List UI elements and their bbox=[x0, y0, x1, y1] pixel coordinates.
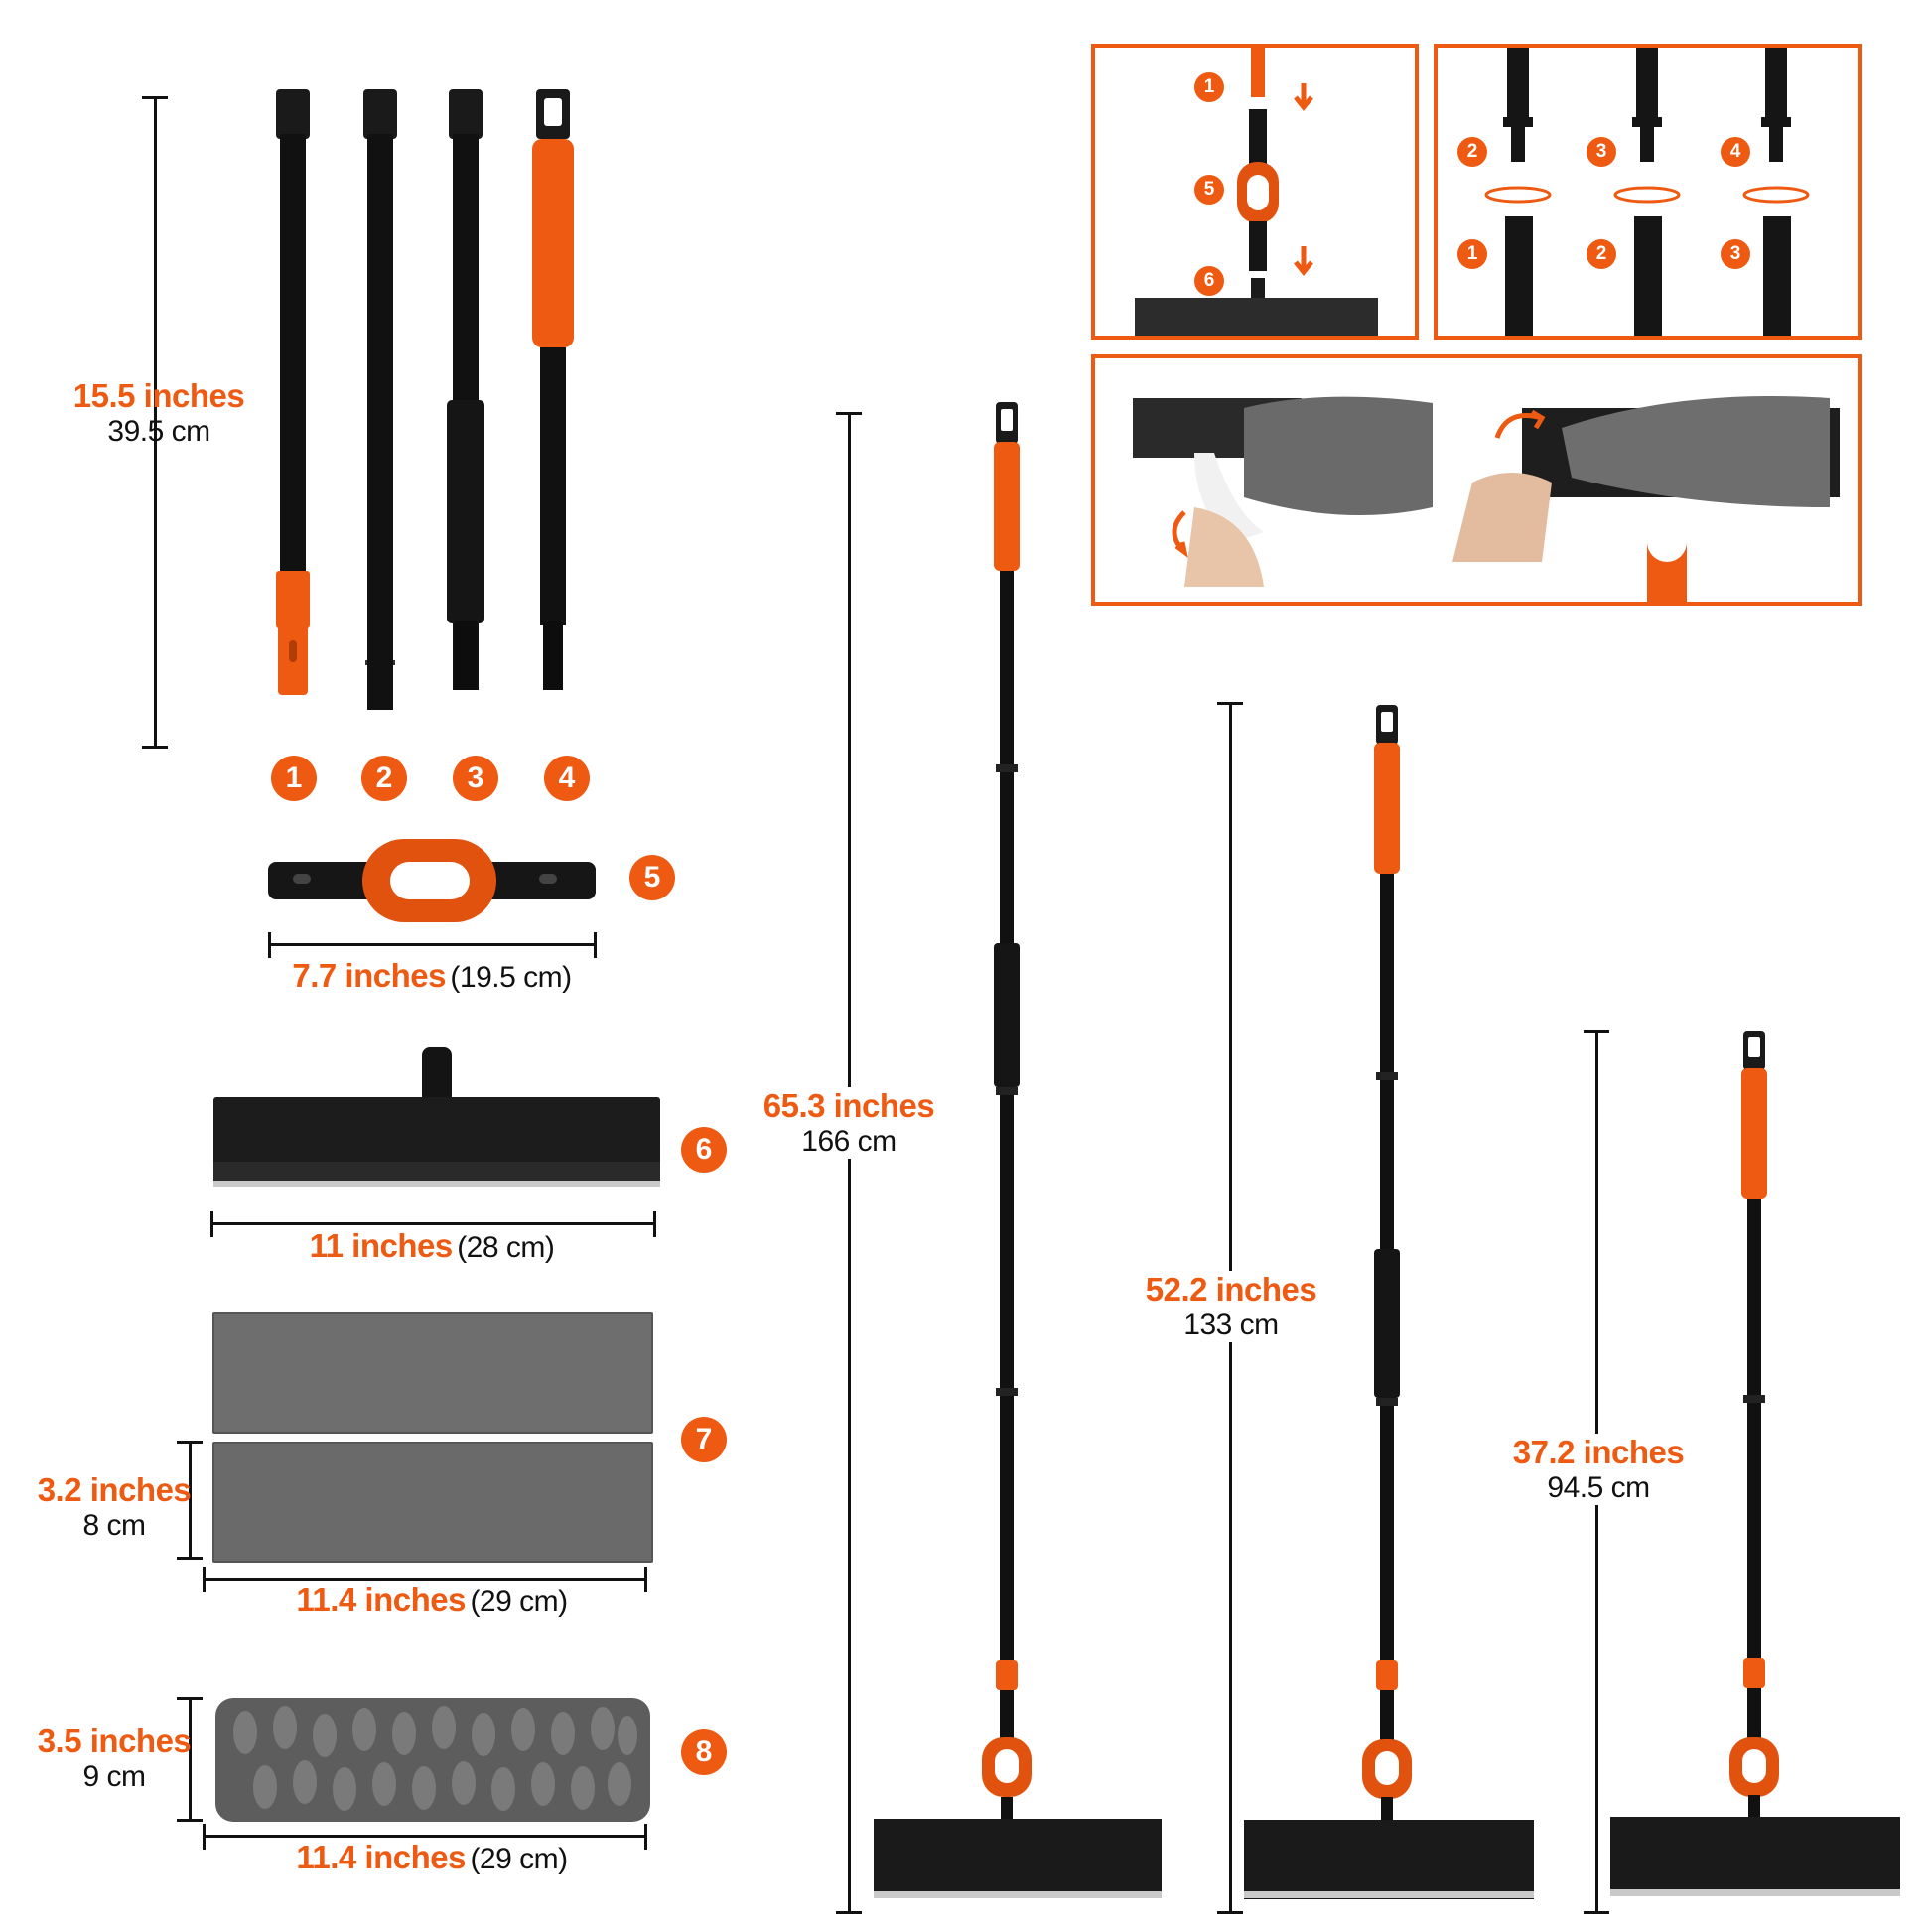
microfiber-pad bbox=[212, 1442, 653, 1563]
chenille-height-dimension-line bbox=[189, 1698, 192, 1821]
base-plate-part bbox=[213, 1047, 660, 1187]
pad-width-label: 11.4 inches (29 cm) bbox=[296, 1582, 568, 1618]
chenille-height-label: 3.5 inches 9 cm bbox=[37, 1723, 192, 1793]
pole-section-1 bbox=[276, 89, 310, 695]
assembled-mop-long bbox=[874, 402, 1162, 1898]
assembled-mop-short bbox=[1610, 1031, 1900, 1896]
mop-long-dimension-line bbox=[848, 413, 851, 1912]
part-number-badge: 6 bbox=[681, 1127, 727, 1173]
connector-part bbox=[268, 839, 596, 922]
pad-height-dimension-line bbox=[189, 1442, 192, 1559]
step-badge: 2 bbox=[1457, 137, 1487, 167]
pad-attach-panel bbox=[1091, 354, 1862, 606]
base-dimension-line bbox=[211, 1222, 656, 1225]
step-badge: 3 bbox=[1587, 137, 1616, 167]
pad-height-label: 3.2 inches 8 cm bbox=[37, 1471, 192, 1542]
pole-sections bbox=[276, 89, 574, 710]
chenille-width-dimension-line bbox=[204, 1835, 647, 1838]
connector-width-label: 7.7 inches (19.5 cm) bbox=[292, 957, 572, 994]
pole-length-label: 15.5 inches 39.5 cm bbox=[72, 377, 245, 448]
part-number-badge: 1 bbox=[271, 756, 317, 801]
pole-section-2 bbox=[363, 89, 397, 710]
step-badge: 1 bbox=[1457, 239, 1487, 269]
part-number-badge: 3 bbox=[453, 756, 498, 801]
mop-medium-label: 52.2 inches 133 cm bbox=[1112, 1271, 1350, 1343]
step-badge: 5 bbox=[1194, 175, 1224, 205]
step-badge: 6 bbox=[1194, 266, 1224, 296]
mop-short-label: 37.2 inches 94.5 cm bbox=[1479, 1434, 1718, 1506]
pole-section-4 bbox=[532, 89, 574, 690]
chenille-pad bbox=[215, 1698, 650, 1822]
connector-dimension-line bbox=[269, 943, 597, 946]
assembly-panel-connector: 1 5 6 bbox=[1091, 44, 1419, 340]
part-number-badge: 8 bbox=[681, 1729, 727, 1775]
assembled-mop-medium bbox=[1244, 705, 1534, 1899]
part-number-badge: 7 bbox=[681, 1417, 727, 1462]
base-width-label: 11 inches (28 cm) bbox=[309, 1227, 555, 1264]
pole-length-dimension-line bbox=[154, 97, 157, 748]
part-number-badge: 4 bbox=[544, 756, 590, 801]
pole-section-3 bbox=[447, 89, 484, 690]
chenille-width-label: 11.4 inches (29 cm) bbox=[296, 1839, 568, 1875]
assembly-panel-twist: 2 3 4 1 2 3 bbox=[1434, 44, 1862, 340]
step-badge: 2 bbox=[1587, 239, 1616, 269]
mop-long-label: 65.3 inches 166 cm bbox=[735, 1087, 963, 1160]
pad-width-dimension-line bbox=[204, 1578, 647, 1581]
step-badge: 4 bbox=[1721, 137, 1750, 167]
microfiber-pad bbox=[212, 1312, 653, 1434]
part-number-badge: 2 bbox=[361, 756, 407, 801]
part-number-badge: 5 bbox=[629, 855, 675, 900]
step-badge: 3 bbox=[1721, 239, 1750, 269]
step-badge: 1 bbox=[1194, 72, 1224, 102]
